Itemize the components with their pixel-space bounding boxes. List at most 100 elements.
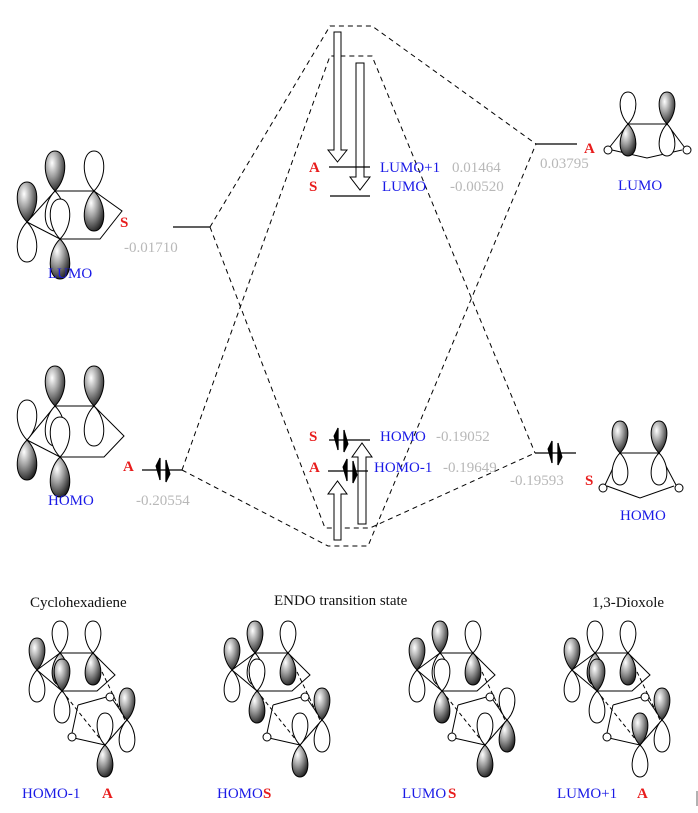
orbital-lobe-icon <box>51 620 69 654</box>
orbital-lobe-icon <box>464 620 482 654</box>
orbital-lobe-icon <box>476 744 494 778</box>
excitation-arrows <box>326 31 373 541</box>
panel-symmetry-label: S <box>448 786 456 802</box>
orbital-lobe-icon <box>118 719 136 753</box>
orbital-lobe-icon <box>464 652 482 686</box>
orbital-lobe-icon <box>658 91 676 125</box>
oxygen-atom <box>300 692 310 702</box>
panel-orbital-label: HOMO-1 <box>22 786 80 802</box>
orbital-lobe-icon <box>631 744 649 778</box>
oxygen-atom <box>67 732 77 742</box>
orbital-lobe-icon <box>16 181 38 223</box>
energy-value: 0.03795 <box>540 156 589 172</box>
ts-orbital-panel: HOMO-1 A <box>22 620 136 802</box>
orbital-lobe-icon <box>611 452 629 486</box>
orbital-lobe-icon <box>631 712 649 746</box>
symmetry-label: S <box>585 473 593 489</box>
orbital-lobe-icon <box>44 150 66 192</box>
orbital-lobe-icon <box>84 620 102 654</box>
orbital-lobe-icon <box>49 416 71 458</box>
orbital-lobe-icon <box>83 365 105 407</box>
energy-value: -0.19052 <box>436 429 490 445</box>
orbital-lobe-icon <box>49 456 71 498</box>
panel-orbital-label: HOMO <box>217 786 263 802</box>
orbital-lobe-icon <box>658 123 676 157</box>
orbital-lobe-icon <box>118 687 136 721</box>
orbital-lobe-icon <box>96 744 114 778</box>
orbital-lobe-icon <box>83 190 105 232</box>
oxygen-atom <box>640 692 650 702</box>
panel-symmetry-label: A <box>102 786 113 802</box>
symmetry-label: A <box>584 141 595 157</box>
orbital-lobe-icon <box>431 620 449 654</box>
orbital-label: HOMO <box>48 493 94 509</box>
energy-value: -0.20554 <box>136 493 190 509</box>
orbital-lobe-icon <box>291 712 309 746</box>
orbital-lobe-icon <box>223 637 241 671</box>
arrow-up-1 <box>327 480 348 541</box>
orbital-lobe-icon <box>498 687 516 721</box>
energy-value: -0.00520 <box>450 179 504 195</box>
orbital-lobe-icon <box>16 439 38 481</box>
arrow-down-2 <box>348 62 372 191</box>
oxygen-atom <box>682 145 692 155</box>
orbital-lobe-icon <box>279 620 297 654</box>
symmetry-label: S <box>309 429 317 445</box>
cyclohexadiene-lumo-structure <box>16 150 123 280</box>
orbital-lobe-icon <box>28 637 46 671</box>
orbital-lobe-icon <box>619 123 637 157</box>
orbital-lobe-icon <box>563 637 581 671</box>
orbital-lobe-icon <box>313 687 331 721</box>
symmetry-label: A <box>309 460 320 476</box>
symmetry-label: A <box>309 160 320 176</box>
arrow-down-1 <box>326 31 349 163</box>
panel-symmetry-label: A <box>637 786 648 802</box>
oxygen-atom <box>105 692 115 702</box>
orbital-lobe-icon <box>84 652 102 686</box>
orbital-lobe-icon <box>408 637 426 671</box>
oxygen-atom <box>485 692 495 702</box>
orbital-lobe-icon <box>246 620 264 654</box>
orbital-lobe-icon <box>248 690 266 724</box>
orbital-label: LUMO <box>382 179 426 195</box>
ts-orbital-panel: LUMO+1 A <box>557 620 671 802</box>
corr-line-left-lumo-bottom <box>209 226 536 529</box>
oxygen-atom <box>598 483 608 493</box>
orbital-lobe-icon <box>653 687 671 721</box>
dioxole-lumo-structure <box>603 91 692 159</box>
orbital-lobe-icon <box>96 712 114 746</box>
orbital-lobe-icon <box>83 150 105 192</box>
corr-line-left-lumo-top <box>209 25 537 228</box>
orbital-label: LUMO <box>618 178 662 194</box>
energy-value: -0.19649 <box>443 460 497 476</box>
orbital-lobe-icon <box>433 690 451 724</box>
oxygen-atom <box>447 732 457 742</box>
symmetry-label: A <box>123 459 134 475</box>
orbital-lobe-icon <box>588 690 606 724</box>
orbital-label: HOMO <box>380 429 426 445</box>
orbital-lobe-icon <box>653 719 671 753</box>
orbital-lobe-icon <box>498 719 516 753</box>
orbital-lobe-icon <box>16 221 38 263</box>
orbital-lobe-icon <box>650 420 668 454</box>
orbital-lobe-icon <box>291 744 309 778</box>
orbital-lobe-icon <box>619 91 637 125</box>
energy-value: 0.01464 <box>452 160 501 176</box>
panel-orbital-label: LUMO+1 <box>557 786 617 802</box>
panel-symmetry-label: S <box>263 786 271 802</box>
orbital-lobe-icon <box>476 712 494 746</box>
oxygen-atom <box>262 732 272 742</box>
orbital-lobe-icon <box>650 452 668 486</box>
orbital-lobe-icon <box>83 405 105 447</box>
orbital-label: HOMO <box>620 508 666 524</box>
arrow-up-2 <box>351 442 373 525</box>
energy-value: -0.01710 <box>124 240 178 256</box>
corr-line-left-homo-top <box>181 55 536 471</box>
orbital-label: LUMO <box>48 266 92 282</box>
orbital-lobe-icon <box>44 365 66 407</box>
caption-ts: ENDO transition state <box>274 593 408 609</box>
orbital-lobe-icon <box>611 420 629 454</box>
orbital-lobe-icon <box>279 652 297 686</box>
